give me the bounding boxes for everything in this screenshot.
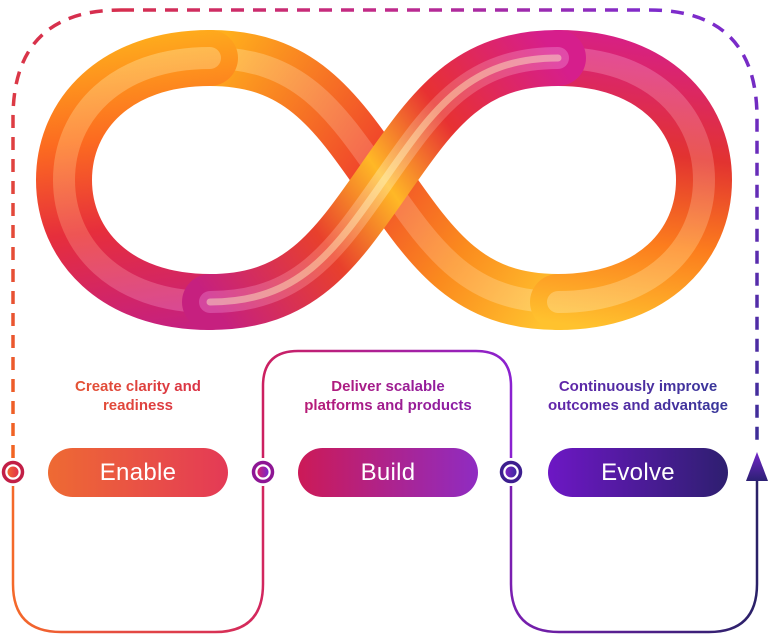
stage-title-enable: Create clarity and readiness <box>18 377 258 415</box>
stage-title-evolve: Continuously improve outcomes and advant… <box>518 377 758 415</box>
enable-button[interactable]: Enable <box>48 448 228 497</box>
stage-title-build-line1: Deliver scalable <box>331 378 445 395</box>
dashed-loop-path <box>11 8 759 458</box>
build-connector-path <box>261 349 513 458</box>
infinity-left-highlight <box>52 47 221 313</box>
infinity-over-highlight <box>199 47 569 313</box>
infinity-ribbon-icon <box>35 30 733 330</box>
dashed-loop-left <box>11 8 122 458</box>
infinity-sheen <box>206 54 562 306</box>
enable-connector-path <box>11 486 265 634</box>
build-button[interactable]: Build <box>298 448 478 497</box>
stage-title-evolve-line1: Continuously improve <box>558 378 718 395</box>
stage-title-enable-line1: Create clarity and <box>75 378 201 395</box>
evolve-button[interactable]: Evolve <box>548 448 728 497</box>
stage-title-build: Deliver scalable platforms and products <box>268 377 508 415</box>
stage-title-build-line2: platforms and products <box>304 397 472 414</box>
stage-title-evolve-line2: outcomes and advantage <box>547 397 729 414</box>
stage-title-enable-line2: readiness <box>102 397 174 414</box>
stage-nodes <box>1 460 523 484</box>
evolve-connector-path <box>509 481 759 634</box>
enable-target-dot <box>7 466 19 478</box>
infinity-right-highlight <box>547 47 716 313</box>
dashed-loop-right <box>648 8 759 446</box>
evolve-target-dot <box>505 466 517 478</box>
build-target-dot <box>257 466 269 478</box>
stage-connectors <box>11 349 759 634</box>
arrow-up-icon <box>746 452 768 481</box>
